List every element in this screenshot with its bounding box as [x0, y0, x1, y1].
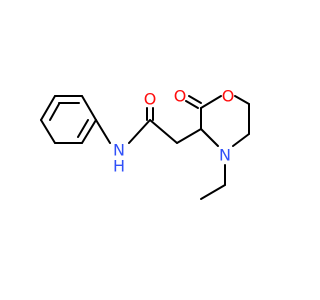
- ring-oxygen-label: O: [222, 87, 235, 106]
- bond: [232, 133, 250, 147]
- ring-nitrogen-label: N: [219, 146, 231, 165]
- amide-oxygen-label: O: [144, 90, 157, 109]
- bond: [234, 95, 250, 105]
- bond: [81, 119, 97, 144]
- bond-phenyl-nh: [95, 119, 111, 144]
- lactone-double-bond: [188, 95, 202, 104]
- molecule-structure: O N H O O N: [40, 87, 250, 200]
- bond: [200, 95, 222, 109]
- bond-ethyl: [200, 184, 226, 200]
- double-bond-inner: [77, 119, 89, 138]
- bond-carbonyl-ch2: [149, 119, 178, 144]
- double-bond-inner: [49, 103, 60, 121]
- amide-nitrogen-label: N: [113, 141, 125, 160]
- bond-nh-carbonyl: [128, 119, 151, 144]
- bond: [200, 128, 219, 147]
- lactone-oxygen-label: O: [174, 87, 187, 106]
- bond: [81, 95, 97, 121]
- lactone-double-bond: [185, 100, 199, 109]
- bond-ch2-ring: [176, 128, 202, 144]
- phenyl-ring: [40, 95, 97, 144]
- bond: [40, 119, 56, 144]
- morpholinone-ring: [200, 95, 250, 147]
- bond: [40, 95, 56, 121]
- amide-hydrogen-label: H: [113, 157, 125, 176]
